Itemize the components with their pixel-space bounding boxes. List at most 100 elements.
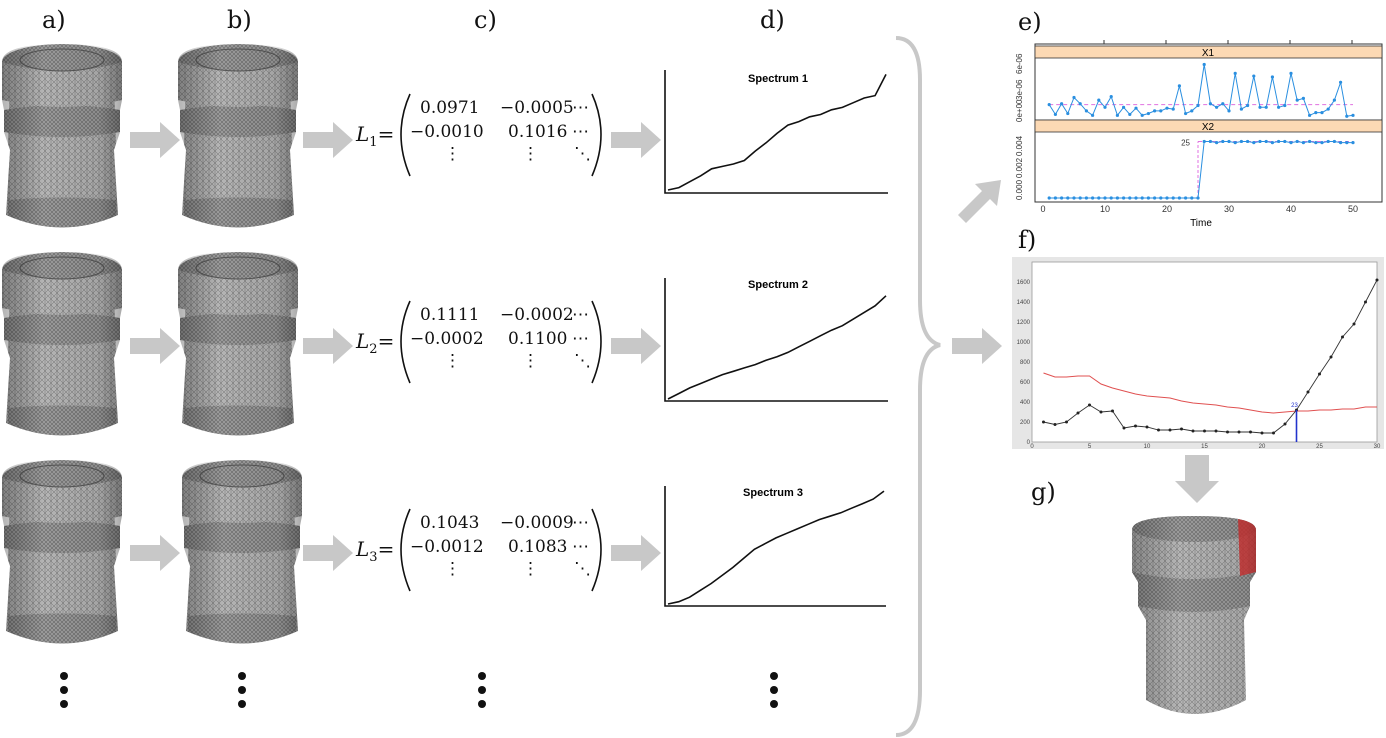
arrow-right-icon (130, 122, 180, 158)
matrix-2-ddots: ⋱ (574, 351, 591, 371)
y1-tick-2: 6e-06 (1015, 53, 1024, 74)
x2-point (1320, 141, 1324, 145)
f-ytick: 400 (1020, 400, 1031, 406)
x2-point (1339, 141, 1343, 145)
x2-point (1227, 139, 1231, 144)
x2-point (1233, 141, 1237, 145)
x2-point (1128, 196, 1132, 200)
f-black-curve (1043, 279, 1378, 434)
change-point-label: 25 (1181, 138, 1190, 147)
x2-point (1109, 196, 1113, 200)
f-xtick: 25 (1316, 444, 1323, 449)
matrix-1-lhs: L1= (356, 122, 394, 150)
x2-point (1140, 196, 1144, 200)
x1-point (1190, 109, 1194, 113)
panel-f-series: 23 (1042, 278, 1379, 442)
f-point (1065, 420, 1068, 424)
x2-point (1177, 196, 1181, 200)
f-point (1042, 420, 1045, 424)
x1-point (1215, 105, 1219, 109)
spectrum-3-chart: Spectrum 3 (664, 486, 886, 607)
x1-point (1146, 111, 1150, 116)
x2-point (1091, 196, 1095, 200)
f-point (1375, 278, 1379, 282)
spectrum-2-axes (664, 278, 888, 402)
x1-point (1233, 71, 1237, 75)
f-ytick: 1000 (1017, 340, 1031, 346)
x1-point (1153, 109, 1157, 113)
y1-tick-1: 3e-06 (1015, 79, 1024, 100)
x2-point (1190, 196, 1194, 200)
label-b: b) (227, 6, 252, 34)
x1-point (1258, 105, 1262, 109)
x1-point (1345, 114, 1349, 118)
f-point (1088, 403, 1091, 407)
ellipsis-d (770, 672, 780, 712)
f-xtick: 15 (1201, 444, 1208, 449)
matrix-3-m21: −0.0012 (410, 537, 484, 557)
arrow-diagonal-icon (958, 180, 1001, 223)
matrix-1-hdots: ⋯ (572, 98, 589, 118)
x1-point (1264, 105, 1268, 109)
arrow-right-icon (130, 328, 180, 364)
x1-point (1239, 107, 1243, 111)
segmented-mesh (1132, 516, 1256, 714)
spectrum-1-series (667, 74, 887, 191)
f-point (1203, 429, 1206, 433)
matrix-2-lhs: L2= (356, 329, 394, 357)
panel-e-chart: X1 X2 0e+00 3e-06 6e-06 0.000 0.002 0.00… (1015, 40, 1383, 228)
f-xtick: 10 (1144, 444, 1151, 449)
x2-point (1060, 196, 1064, 200)
matrix-1-vdots: ⋮ (444, 144, 461, 164)
arrow-right-icon (611, 328, 661, 364)
strip-x1 (1034, 45, 1383, 59)
matrix-3-vdots: ⋮ (444, 559, 461, 579)
f-xtick: 0 (1030, 444, 1034, 449)
f-ytick: 0 (1027, 440, 1031, 446)
spectrum-1-axes (664, 70, 888, 194)
x2-point (1270, 141, 1274, 145)
matrix-1-subscript: 1 (369, 135, 378, 150)
f-point (1352, 322, 1356, 326)
f-point (1111, 409, 1114, 413)
x2-point (1332, 139, 1336, 144)
x2-point (1221, 139, 1225, 144)
x1-point (1314, 111, 1318, 115)
f-point (1191, 429, 1195, 433)
f-point (1341, 335, 1344, 339)
y2-tick-0: 0.000 (1015, 179, 1024, 200)
x2-point (1258, 139, 1262, 144)
top-ticks (1103, 40, 1353, 44)
f-marker-label: 23 (1291, 403, 1298, 409)
x2-point (1289, 141, 1293, 145)
x1-point (1177, 84, 1181, 88)
f-xtick: 20 (1259, 444, 1266, 449)
matrix-2 (400, 300, 602, 384)
matrix-3-m12: −0.0009 (500, 513, 574, 533)
x2-point (1053, 196, 1057, 200)
x2-point (1047, 196, 1051, 200)
x2-point (1122, 196, 1126, 200)
equals-sign: = (377, 122, 395, 146)
matrix-1-hdots2: ⋯ (572, 122, 589, 142)
matrix-2-m22: 0.1100 (508, 329, 568, 349)
x1-point (1091, 113, 1095, 117)
x1-point (1060, 102, 1064, 106)
f-ytick: 800 (1020, 360, 1031, 366)
f-red-curve (1043, 372, 1377, 414)
f-ytick: 1200 (1017, 320, 1031, 326)
x1-point (1326, 107, 1330, 111)
arrow-right-icon (130, 535, 180, 571)
f-point (1237, 430, 1241, 434)
x1-point (1047, 103, 1051, 107)
e-xtick-10: 10 (1100, 204, 1110, 214)
f-point (1157, 428, 1160, 432)
x1-point (1159, 109, 1163, 113)
arrow-down-icon (1175, 455, 1219, 503)
spectrum-2-chart: Spectrum 2 (664, 278, 888, 402)
matrix-2-hdots2: ⋯ (572, 329, 589, 349)
f-point (1329, 355, 1333, 359)
x1-point (1171, 107, 1175, 111)
